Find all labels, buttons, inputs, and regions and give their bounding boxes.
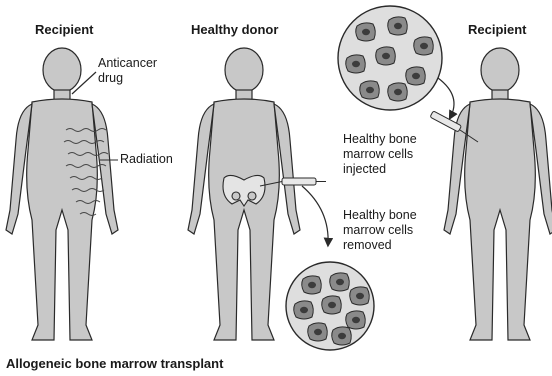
recipient-right-figure [444,48,552,340]
removal-arrow [302,186,328,245]
injected-label: Healthy bone marrow cells injected [343,132,417,177]
diagram-caption: Allogeneic bone marrow transplant [6,356,223,371]
removed-cells-dish [286,262,374,350]
anticancer-drug-label: Anticancer drug [98,56,157,86]
recipient-right-heading: Recipient [468,22,527,37]
injected-cells-dish [338,6,442,110]
recipient-left-heading: Recipient [35,22,94,37]
injection-arrow [438,78,454,118]
radiation-label: Radiation [120,152,173,167]
recipient-left-figure [6,48,118,340]
healthy-donor-heading: Healthy donor [191,22,278,37]
removed-label: Healthy bone marrow cells removed [343,208,417,253]
pelvis-icon [223,175,265,206]
